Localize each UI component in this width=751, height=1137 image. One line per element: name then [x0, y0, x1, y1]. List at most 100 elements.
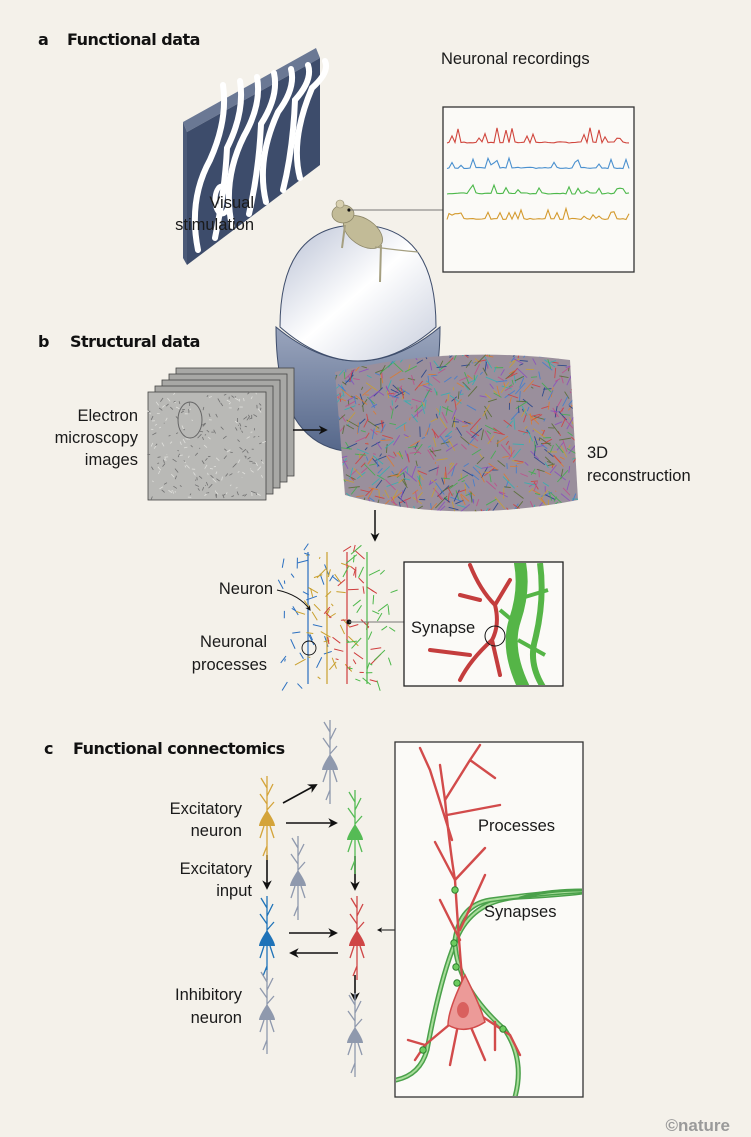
reconstructed-process [554, 378, 561, 382]
reconstructed-process [530, 414, 543, 422]
panel-b-title: Structural data [70, 332, 200, 351]
em-texture [209, 468, 214, 470]
excitatory-neuron-label-line1: Excitatory [170, 800, 243, 818]
reconstructed-process [447, 351, 456, 353]
reconstructed-process [411, 512, 416, 520]
reconstructed-process [382, 434, 394, 439]
traced-branch [295, 610, 306, 615]
em-texture [234, 396, 237, 398]
reconstructed-process [370, 504, 374, 509]
reconstructed-process [511, 460, 518, 463]
reconstructed-process [518, 343, 525, 347]
green-neuron [347, 790, 363, 874]
reconstructed-process [508, 384, 513, 388]
reconstructed-process [403, 477, 411, 481]
reconstructed-process [478, 513, 487, 514]
reconstructed-process [398, 516, 404, 521]
reconstructed-process [504, 390, 516, 399]
reconstructed-process [450, 496, 463, 503]
traced-branch [376, 612, 383, 622]
em-texture [182, 438, 186, 444]
reconstructed-process [436, 458, 448, 461]
reconstructed-process [418, 510, 423, 512]
reconstructed-process [449, 354, 461, 359]
em-texture [237, 470, 240, 473]
reconstructed-process [483, 339, 492, 350]
em-texture [159, 486, 164, 490]
reconstructed-process [491, 515, 501, 520]
reconstructed-process [484, 405, 493, 418]
reconstructed-process [469, 430, 480, 437]
em-texture [201, 460, 205, 465]
reconstructed-process [550, 410, 559, 413]
reconstructed-process [436, 366, 447, 369]
traced-branch [346, 640, 357, 643]
reconstructed-process [395, 422, 407, 430]
em-texture [170, 473, 175, 478]
em-texture [168, 489, 173, 494]
reconstructed-process [514, 382, 526, 395]
reconstructed-process [484, 393, 492, 400]
reconstructed-process [452, 513, 453, 522]
stim-label-line1: Visual [209, 194, 254, 212]
traced-branch [292, 631, 301, 634]
em-texture [187, 455, 190, 459]
reconstructed-process [372, 455, 384, 465]
reconstructed-process [481, 354, 485, 355]
reconstructed-process [549, 360, 557, 363]
reconstructed-process [506, 372, 518, 379]
reconstructed-process [515, 528, 519, 529]
recordings-title: Neuronal recordings [441, 50, 590, 68]
em-texture [167, 397, 171, 402]
reconstructed-process [453, 519, 458, 520]
reconstructed-process [390, 389, 400, 394]
reconstructed-process [404, 365, 418, 373]
em-texture [232, 463, 237, 468]
reconstructed-process [448, 530, 451, 538]
reconstructed-process [557, 339, 560, 351]
reconstructed-process [335, 467, 339, 477]
reconstructed-process [417, 471, 424, 481]
reconstructed-process [536, 468, 545, 473]
traced-branch [367, 631, 373, 640]
reconstructed-process [554, 471, 566, 481]
reconstructed-process [429, 502, 438, 511]
reconstructed-process [479, 371, 483, 375]
reconstructed-process [537, 341, 539, 348]
reconstructed-process [480, 507, 489, 512]
reconstructed-process [380, 420, 383, 428]
reconstructed-process [471, 473, 480, 481]
zebra-stimulus-pattern [191, 58, 330, 253]
em-texture [216, 478, 220, 482]
traced-branch [379, 569, 385, 575]
reconstructed-process [339, 501, 350, 504]
reconstructed-process [580, 421, 585, 423]
reconstructed-process [360, 430, 366, 433]
traced-branch [304, 552, 310, 556]
em-texture [242, 494, 245, 497]
em-texture [250, 469, 254, 473]
reconstructed-process [435, 482, 445, 495]
reconstructed-process [433, 431, 437, 438]
reconstructed-process [530, 526, 535, 530]
reconstructed-process [502, 455, 509, 458]
em-texture [163, 482, 168, 485]
em-texture [173, 400, 176, 403]
reconstructed-process [571, 389, 578, 397]
em-texture [203, 444, 208, 448]
reconstructed-process [378, 391, 385, 396]
panel-a-title: Functional data [67, 30, 200, 49]
reconstructed-process [554, 367, 557, 379]
reconstructed-process [445, 399, 448, 403]
reconstructed-process [427, 449, 435, 461]
reconstructed-process [474, 510, 477, 512]
reconstructed-process [507, 393, 519, 399]
reconstructed-process [572, 341, 582, 350]
gray-neuron-top [322, 720, 338, 804]
reconstructed-process [552, 355, 559, 359]
traced-branch [290, 638, 296, 649]
em-texture [195, 479, 197, 481]
reconstructed-process [474, 510, 485, 512]
traced-branch [355, 678, 361, 682]
em-texture [248, 414, 250, 418]
